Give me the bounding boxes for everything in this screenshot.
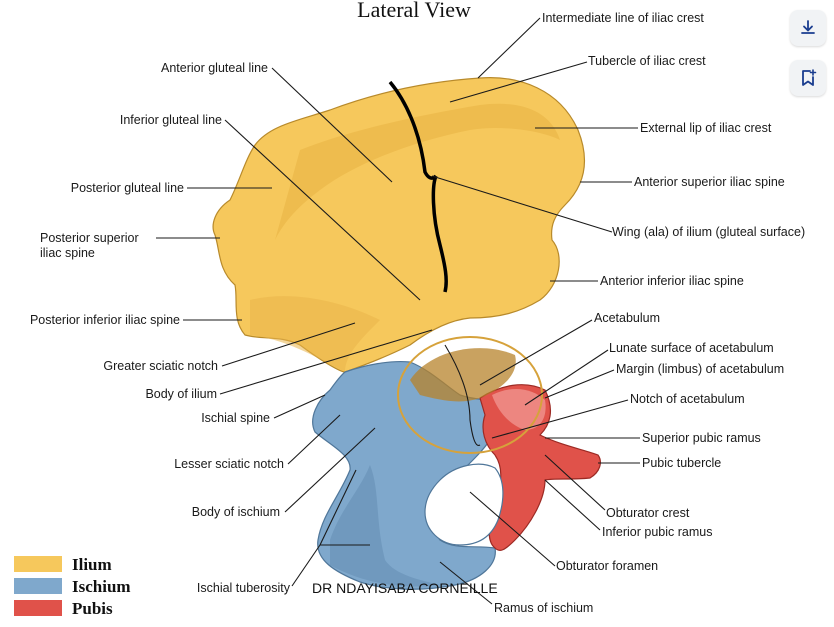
- label-obt-crest: Obturator crest: [606, 506, 690, 520]
- leader-lesser-notch: [287, 414, 341, 465]
- leader-body-ilium: [219, 329, 433, 395]
- label-sup-pubic: Superior pubic ramus: [642, 431, 761, 445]
- label-ischial-spine: Ischial spine: [201, 411, 270, 425]
- label-inf-pubic: Inferior pubic ramus: [602, 525, 712, 539]
- label-psis-line1: Posterior superior: [40, 231, 139, 245]
- legend-label-ilium: Ilium: [72, 555, 112, 574]
- legend-swatch-ischium: [14, 578, 62, 594]
- label-asis: Anterior superior iliac spine: [634, 175, 785, 189]
- label-ramus-ischium: Ramus of ischium: [494, 601, 593, 615]
- leader-lunate: [524, 349, 609, 406]
- legend: Ilium Ischium Pubis: [14, 555, 131, 618]
- leader-obt-foramen: [469, 491, 556, 567]
- legend-label-pubis: Pubis: [72, 599, 113, 618]
- label-obt-foramen: Obturator foramen: [556, 559, 658, 573]
- leader-greater-notch: [221, 322, 356, 367]
- credit-text: DR NDAYISABA CORNEILLE: [312, 580, 498, 596]
- leader-inf-gluteal: [224, 119, 421, 301]
- label-notch-acet: Notch of acetabulum: [630, 392, 745, 406]
- download-button[interactable]: [790, 10, 826, 46]
- legend-swatch-pubis: [14, 600, 62, 616]
- gluteal-marker-lower: [431, 175, 448, 293]
- label-pubic-tubercle: Pubic tubercle: [642, 456, 721, 470]
- leader-ischial-spine: [273, 394, 326, 419]
- ischium-shading: [330, 465, 440, 587]
- label-lesser-notch: Lesser sciatic notch: [174, 457, 284, 471]
- label-acetabulum: Acetabulum: [594, 311, 660, 325]
- ilium-shading-lower: [250, 296, 380, 372]
- label-pis: Posterior inferior iliac spine: [30, 313, 180, 327]
- leader-inf-pubic: [544, 479, 601, 531]
- leader-obt-crest: [544, 454, 606, 511]
- leader-ramus-ischium: [439, 561, 493, 605]
- obturator-foramen-shape: [424, 463, 504, 546]
- label-tubercle-crest: Tubercle of iliac crest: [588, 54, 706, 68]
- label-body-ilium: Body of ilium: [145, 387, 217, 401]
- download-icon: [801, 20, 815, 34]
- legend-label-ischium: Ischium: [72, 577, 131, 596]
- label-margin: Margin (limbus) of acetabulum: [616, 362, 784, 376]
- acetabular-fossa: [410, 348, 516, 402]
- legend-swatch-ilium: [14, 556, 62, 572]
- leader-margin: [544, 369, 615, 399]
- label-psis-line2: iliac spine: [40, 246, 95, 260]
- leader-acetabulum: [479, 319, 593, 386]
- label-post-gluteal: Posterior gluteal line: [71, 181, 184, 195]
- leader-ischial-tub: [291, 544, 321, 587]
- leader-notch-acet: [491, 399, 629, 439]
- diagram-title: Lateral View: [357, 0, 471, 22]
- label-inf-gluteal: Inferior gluteal line: [120, 113, 222, 127]
- label-intermediate-line: Intermediate line of iliac crest: [542, 11, 704, 25]
- leader-intermediate-line: [477, 17, 541, 79]
- label-greater-notch: Greater sciatic notch: [103, 359, 218, 373]
- label-wing: Wing (ala) of ilium (gluteal surface): [612, 225, 805, 239]
- label-ant-gluteal: Anterior gluteal line: [161, 61, 268, 75]
- leader-ischial-tub-3: [319, 469, 357, 546]
- lunate-surface: [492, 388, 546, 430]
- label-external-lip: External lip of iliac crest: [640, 121, 772, 135]
- triradiate-line: [444, 344, 481, 446]
- label-aiis: Anterior inferior iliac spine: [600, 274, 744, 288]
- leader-ant-gluteal: [271, 67, 393, 183]
- acetabulum-cup: [397, 336, 543, 454]
- label-body-ischium: Body of ischium: [192, 505, 280, 519]
- leader-wing: [431, 175, 613, 233]
- gluteal-marker-upper: [388, 80, 438, 180]
- label-lunate: Lunate surface of acetabulum: [609, 341, 774, 355]
- bookmark-add-button[interactable]: [790, 60, 826, 96]
- label-ischial-tub: Ischial tuberosity: [197, 581, 291, 595]
- bookmark-add-icon: [802, 69, 817, 86]
- leader-tubercle: [449, 61, 588, 103]
- leader-body-ischium: [284, 427, 376, 513]
